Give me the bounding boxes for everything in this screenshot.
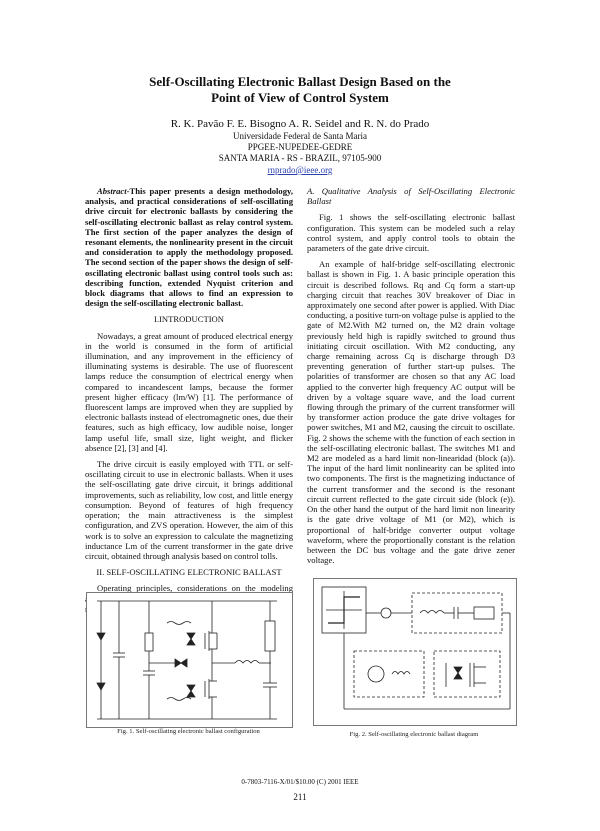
figure-1-circuit [86,592,293,728]
right-paragraph-1: Fig. 1 shows the self-oscillating electr… [307,212,515,254]
figure-2-diagram [313,578,517,726]
left-column: Abstract-This paper presents a design me… [85,186,293,620]
abstract-text: -This paper presents a design methodolog… [85,186,293,309]
section-heading-ballast: II. SELF-OSCILLATING ELECTRONIC BALLAST [96,567,282,578]
right-paragraph-2: An example of half-bridge self-oscillati… [307,259,515,566]
affiliation-address: SANTA MARIA - RS - BRAZIL, 97105-900 [218,153,382,163]
right-column: A. Qualitative Analysis of Self-Oscillat… [307,186,515,571]
abstract: Abstract-This paper presents a design me… [85,186,293,308]
authors: R. K. Pavão F. E. Bisogno A. R. Seidel a… [170,118,430,130]
affiliation-university: Universidade Federal de Santa Maria [233,131,367,141]
paper-title: Self-Oscillating Electronic Ballast Desi… [0,74,600,106]
affiliation-group: PPGEE-NUPEDEE-GEDRE [247,142,353,152]
intro-paragraph-1: Nowadays, a great amount of produced ele… [85,330,293,453]
section-heading-introduction: I.INTRODUCTION [154,314,224,325]
circuit-schematic-drawing [96,600,277,720]
subsection-heading-qualitative: A. Qualitative Analysis of Self-Oscillat… [307,186,515,207]
abstract-label: Abstract [97,186,127,196]
figure-1-caption: Fig. 1. Self-oscillating electronic ball… [117,728,260,735]
copyright-notice: 0-7803-7116-X/01/$10.00 (C) 2001 IEEE [241,778,359,786]
title-line-1: Self-Oscillating Electronic Ballast Desi… [149,74,451,89]
intro-paragraph-2: The drive circuit is easily employed wit… [85,459,293,561]
page-number: 211 [293,792,307,802]
title-line-2: Point of View of Control System [211,90,389,105]
block-diagram-drawing [321,586,511,710]
author-email-link[interactable]: rnprado@ieee.org [267,165,333,175]
figure-2-caption: Fig. 2. Self-oscillating electronic ball… [349,731,479,738]
